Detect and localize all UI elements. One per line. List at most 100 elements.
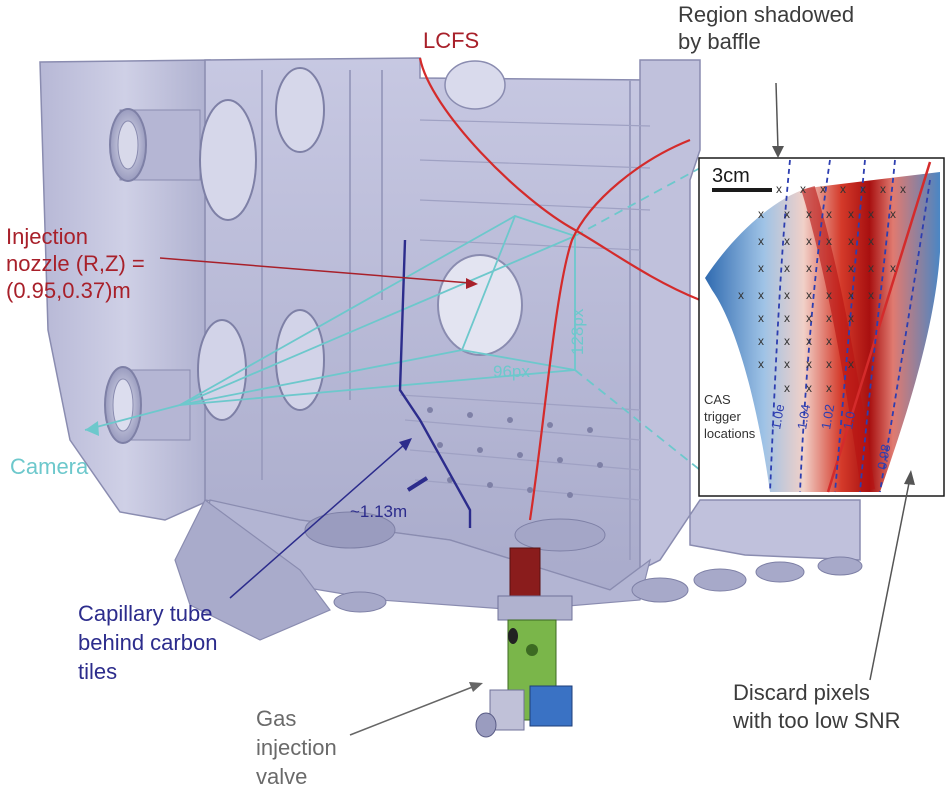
region-label-line2: by baffle bbox=[678, 29, 761, 54]
tokamak-vessel bbox=[39, 57, 863, 641]
valve-hole bbox=[526, 644, 538, 656]
floor-opening bbox=[304, 511, 396, 549]
lower-port-assembly bbox=[174, 499, 331, 641]
region-label-line1: Region shadowed bbox=[678, 2, 855, 27]
gas-valve-assembly bbox=[475, 547, 573, 738]
svg-text:x: x bbox=[868, 207, 874, 221]
svg-text:x: x bbox=[840, 182, 846, 196]
svg-text:x: x bbox=[806, 288, 812, 302]
svg-text:x: x bbox=[868, 261, 874, 275]
svg-text:x: x bbox=[900, 182, 906, 196]
valve-knob bbox=[475, 712, 497, 738]
valve-label-line3: valve bbox=[256, 764, 308, 789]
discard-label-line2: with too low SNR bbox=[733, 708, 901, 733]
injection-label-line3: (0.95,0.37)m bbox=[6, 278, 131, 303]
svg-text:x: x bbox=[784, 381, 790, 395]
svg-text:x: x bbox=[826, 207, 832, 221]
valve-red-pipe bbox=[509, 547, 541, 599]
svg-text:x: x bbox=[826, 311, 832, 325]
vessel-inner-wall bbox=[204, 57, 661, 591]
svg-text:x: x bbox=[826, 234, 832, 248]
valve-label-line1: Gas bbox=[256, 706, 297, 731]
contour-label-2: 1.02 bbox=[818, 403, 837, 431]
svg-text:x: x bbox=[880, 182, 886, 196]
svg-text:x: x bbox=[784, 357, 790, 371]
valve-arrow bbox=[349, 685, 476, 736]
annotation-arrows bbox=[159, 82, 915, 736]
svg-text:x: x bbox=[848, 288, 854, 302]
support-feet bbox=[333, 556, 863, 613]
upper-port bbox=[109, 108, 201, 182]
svg-text:x: x bbox=[784, 334, 790, 348]
svg-text:x: x bbox=[806, 334, 812, 348]
camera-label: Camera bbox=[10, 454, 89, 479]
svg-text:x: x bbox=[860, 182, 866, 196]
valve-actuator bbox=[489, 689, 525, 731]
distance-marker bbox=[406, 476, 429, 492]
camera-port bbox=[104, 366, 191, 444]
contour-label-4: 0.98 bbox=[874, 443, 893, 471]
svg-text:x: x bbox=[784, 234, 790, 248]
svg-text:x: x bbox=[806, 234, 812, 248]
svg-text:x: x bbox=[784, 207, 790, 221]
svg-text:x: x bbox=[758, 234, 764, 248]
contour-label-1: 1.04 bbox=[794, 403, 813, 431]
discard-label-line1: Discard pixels bbox=[733, 680, 870, 705]
svg-text:x: x bbox=[826, 334, 832, 348]
svg-text:x: x bbox=[806, 357, 812, 371]
tile-bolts bbox=[427, 407, 603, 498]
svg-text:x: x bbox=[800, 182, 806, 196]
svg-text:x: x bbox=[738, 288, 744, 302]
cas-label-line3: locations bbox=[704, 426, 756, 441]
vessel-ribs bbox=[261, 70, 631, 560]
discard-arrow bbox=[869, 477, 911, 681]
svg-text:x: x bbox=[848, 207, 854, 221]
scale-label: 3cm bbox=[712, 165, 750, 187]
capillary-label-line3: tiles bbox=[78, 659, 118, 684]
contour-labels: 1.0e 1.04 1.02 1.0 0.98 bbox=[768, 403, 893, 471]
capillary-tube bbox=[398, 239, 472, 528]
valve-flange bbox=[497, 595, 573, 621]
camera-direction-arrow bbox=[84, 404, 181, 431]
svg-text:x: x bbox=[784, 261, 790, 275]
capillary-label-line1: Capillary tube bbox=[78, 601, 213, 626]
cas-label-line2: trigger bbox=[704, 409, 742, 424]
cas-label-line1: CAS bbox=[704, 392, 731, 407]
svg-text:x: x bbox=[758, 261, 764, 275]
svg-text:x: x bbox=[784, 288, 790, 302]
region-arrow bbox=[775, 82, 779, 151]
svg-text:x: x bbox=[784, 311, 790, 325]
floor-opening-right bbox=[514, 518, 606, 552]
zoom-line-top bbox=[574, 167, 701, 237]
inset-contours bbox=[769, 159, 931, 493]
camera-arrowhead bbox=[85, 421, 99, 436]
fov-width-label: 96px bbox=[493, 362, 530, 381]
svg-text:x: x bbox=[806, 207, 812, 221]
svg-text:x: x bbox=[806, 261, 812, 275]
svg-text:x: x bbox=[848, 234, 854, 248]
contour-label-0: 1.0e bbox=[768, 403, 787, 431]
capillary-arrow bbox=[229, 443, 406, 599]
fov-height-label: 128px bbox=[568, 308, 587, 355]
vessel-panels bbox=[399, 119, 651, 501]
svg-text:x: x bbox=[848, 357, 854, 371]
svg-text:x: x bbox=[826, 357, 832, 371]
svg-text:x: x bbox=[868, 288, 874, 302]
svg-text:x: x bbox=[868, 234, 874, 248]
capillary-label-line2: behind carbon bbox=[78, 630, 218, 655]
svg-text:x: x bbox=[806, 311, 812, 325]
valve-handle bbox=[508, 628, 518, 644]
svg-text:x: x bbox=[848, 261, 854, 275]
svg-text:x: x bbox=[826, 288, 832, 302]
svg-text:x: x bbox=[758, 334, 764, 348]
injection-arrow bbox=[159, 257, 471, 284]
injection-label-line1: Injection bbox=[6, 224, 88, 249]
lcfs-label: LCFS bbox=[423, 28, 480, 53]
svg-text:x: x bbox=[890, 207, 896, 221]
inset-lcfs-line bbox=[826, 161, 932, 493]
contour-label-3: 1.0 bbox=[840, 410, 858, 430]
svg-text:x: x bbox=[820, 182, 826, 196]
